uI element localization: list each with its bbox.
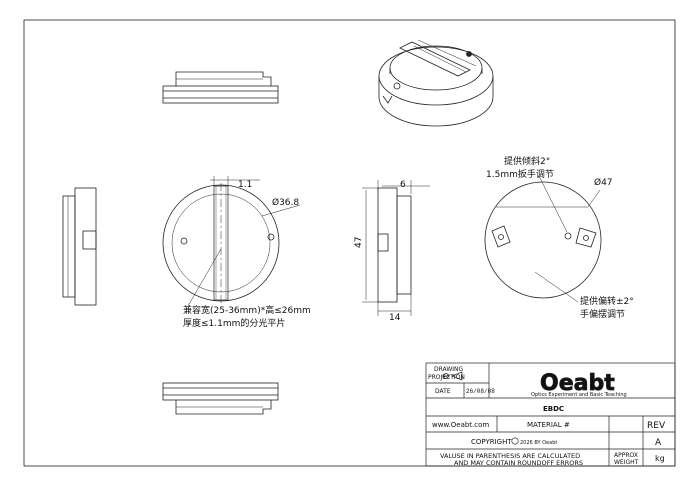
dim-inner-diameter: Ø36.8	[272, 197, 299, 208]
isometric-view	[378, 39, 494, 127]
side-profile-view	[362, 180, 430, 316]
title-date-label: DATE	[435, 388, 451, 395]
title-block	[425, 362, 676, 467]
title-drawing-label: DRAWING	[434, 366, 464, 373]
rev-value: A	[655, 438, 662, 448]
material-label: MATERIAL #	[527, 421, 570, 429]
copyright-icon	[511, 437, 519, 445]
note-tilt-2: 1.5mm扳手调节	[486, 168, 554, 180]
note-rotate-2: 手偏摆调节	[580, 308, 625, 320]
weight-label: WEIGHT	[614, 459, 639, 466]
note-compat-1: 兼容宽(25-36mm)*高≤26mm	[183, 304, 311, 316]
company-logo: Oeabt	[540, 371, 615, 396]
title-date-value: 26/08/08	[466, 388, 495, 395]
notice-line-1: VALUSE IN PARENTHESIS ARE CALCULATED	[440, 452, 580, 460]
sheet-border	[23, 19, 676, 467]
left-edge-view	[62, 187, 97, 306]
dim-slot-width: 1.1	[238, 180, 252, 190]
company-subtitle: Optics Experiment and Basic Teaching	[531, 392, 627, 398]
weight-unit: kg	[655, 454, 665, 463]
note-compat-2: 厚度≤1.1mm的分光平片	[183, 317, 285, 329]
title-projection-label: PROJECTION	[428, 374, 465, 381]
dim-height: 47	[354, 237, 364, 248]
copyright-note: 2026 BY Oeabt	[520, 440, 557, 446]
front-circle-view	[162, 176, 301, 307]
approx-label: APPROX	[614, 452, 638, 459]
dim-outer-diameter: Ø47	[594, 177, 613, 188]
dim-depth: 6	[400, 180, 406, 190]
back-circle-view	[484, 175, 602, 303]
notice-line-2: AND MAY CONTAIN ROUNDOFF ERRORS	[454, 459, 583, 467]
part-number: EBDC	[543, 405, 564, 413]
bottom-side-view	[162, 382, 279, 415]
rev-label: REV	[647, 421, 666, 431]
note-rotate-1: 提供偏转±2°	[580, 295, 634, 307]
note-tilt-1: 提供倾斜2°	[504, 155, 550, 167]
top-side-view	[162, 71, 279, 104]
website: www.Oeabt.com	[432, 421, 489, 429]
copyright-label: COPYRIGHT	[471, 438, 512, 446]
dim-thickness: 14	[389, 313, 401, 323]
